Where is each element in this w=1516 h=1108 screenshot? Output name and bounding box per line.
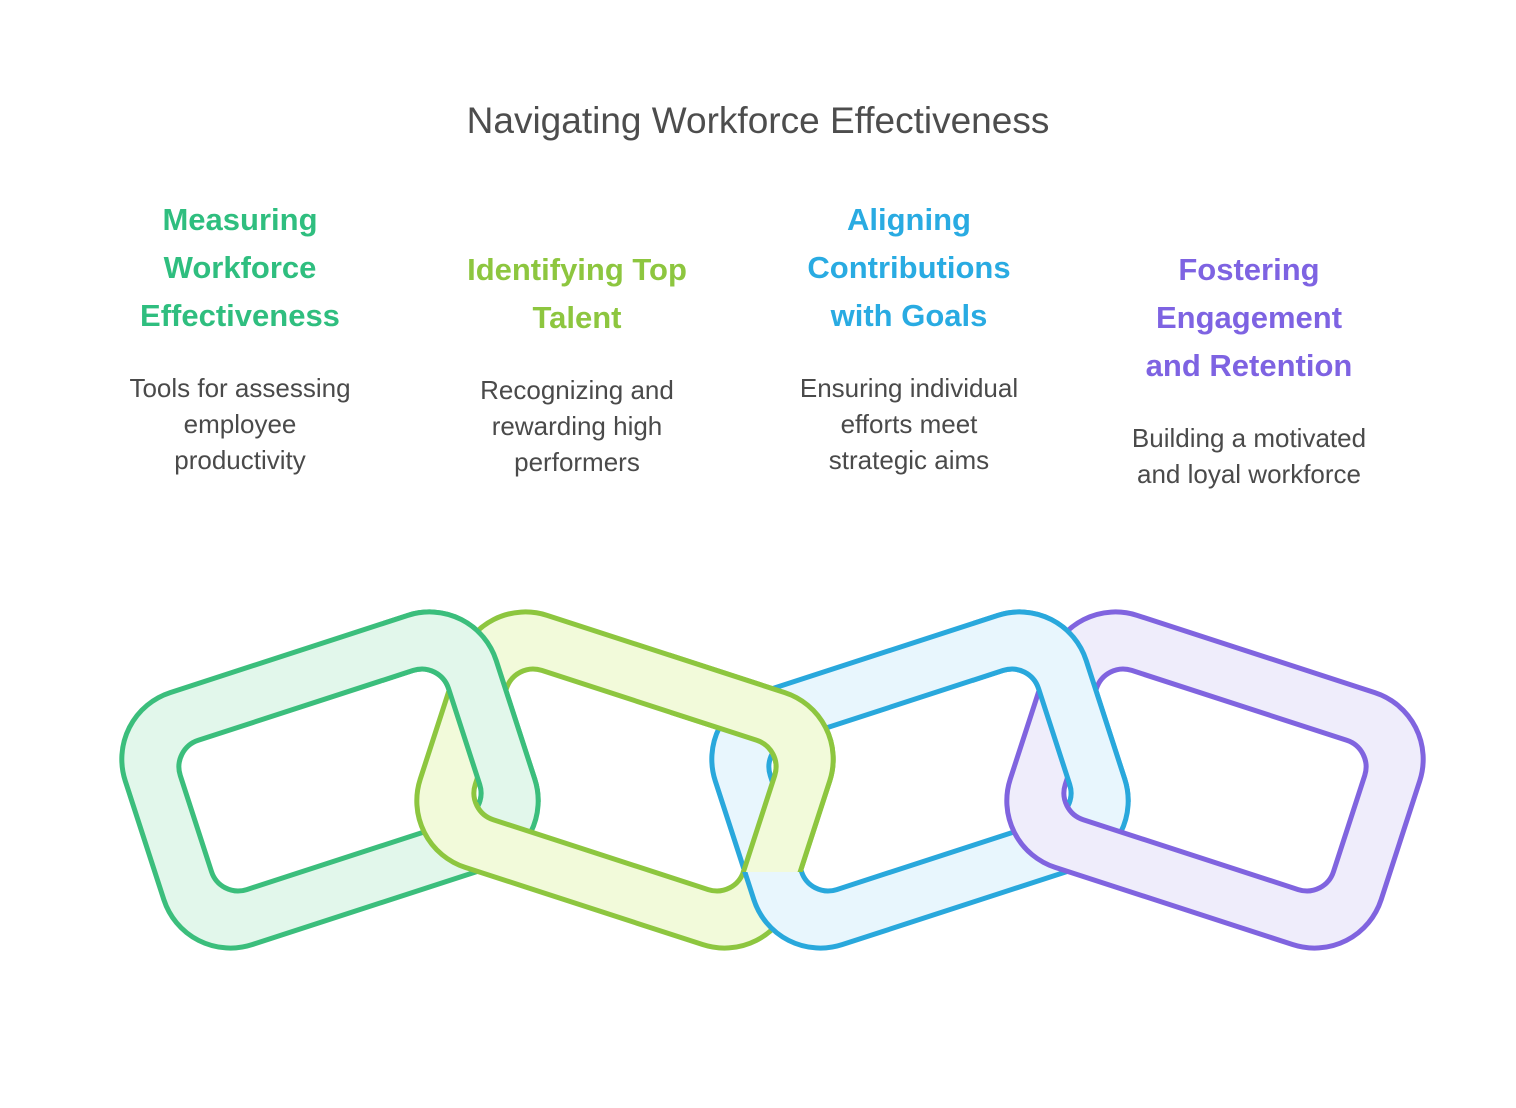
column-heading: Aligning Contributions with Goals [742,196,1076,340]
description-line: employee [183,409,297,439]
heading-line: Contributions [807,250,1011,285]
description-line: Tools for assessing [129,373,351,403]
heading-line: Effectiveness [140,298,340,333]
column-heading: Identifying Top Talent [410,246,744,342]
heading-line: and Retention [1145,348,1353,383]
description-line: efforts meet [840,409,978,439]
column-description: Tools for assessing employee productivit… [73,370,407,478]
description-line: rewarding high [491,411,663,441]
description-line: productivity [174,445,306,475]
description-line: Ensuring individual [799,373,1019,403]
column-heading: Fostering Engagement and Retention [1082,246,1416,390]
description-line: and loyal workforce [1137,459,1361,489]
column-description: Recognizing and rewarding high performer… [410,372,744,480]
column-description: Building a motivated and loyal workforce [1082,420,1416,492]
description-line: strategic aims [828,445,990,475]
heading-line: Workforce [163,250,317,285]
heading-line: Talent [532,300,622,335]
column-fostering-engagement-and-retention: Fostering Engagement and Retention Build… [1082,246,1416,492]
heading-line: Aligning [847,202,971,237]
heading-line: Measuring [162,202,318,237]
description-line: Recognizing and [480,375,674,405]
heading-line: Identifying Top [467,252,687,287]
column-identifying-top-talent: Identifying Top Talent Recognizing and r… [410,246,744,480]
column-aligning-contributions-with-goals: Aligning Contributions with Goals Ensuri… [742,196,1076,478]
description-line: performers [514,447,640,477]
column-heading: Measuring Workforce Effectiveness [73,196,407,340]
description-line: Building a motivated [1131,423,1367,453]
column-measuring-workforce-effectiveness: Measuring Workforce Effectiveness Tools … [73,196,407,478]
heading-line: Engagement [1155,300,1343,335]
heading-line: Fostering [1178,252,1320,287]
column-description: Ensuring individual efforts meet strateg… [742,370,1076,478]
page-title: Navigating Workforce Effectiveness [466,100,1050,141]
heading-line: with Goals [830,298,988,333]
